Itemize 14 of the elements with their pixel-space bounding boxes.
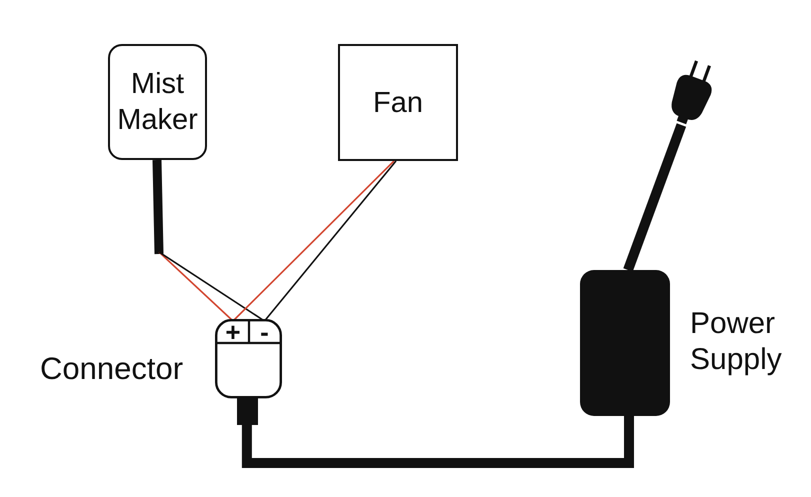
device-label: Fan (373, 86, 423, 120)
terminal: + (217, 321, 249, 343)
device-label: Power Supply (690, 306, 783, 378)
device-box (338, 44, 458, 161)
connector-label: Connector (40, 351, 184, 387)
terminal: - (249, 321, 280, 343)
cable (152, 160, 164, 254)
wire (158, 251, 265, 322)
wire (264, 160, 397, 322)
cable (623, 123, 686, 272)
wire (232, 160, 395, 322)
device-box (108, 44, 207, 160)
device-label: Mist Maker (116, 67, 199, 138)
wire (158, 251, 234, 322)
